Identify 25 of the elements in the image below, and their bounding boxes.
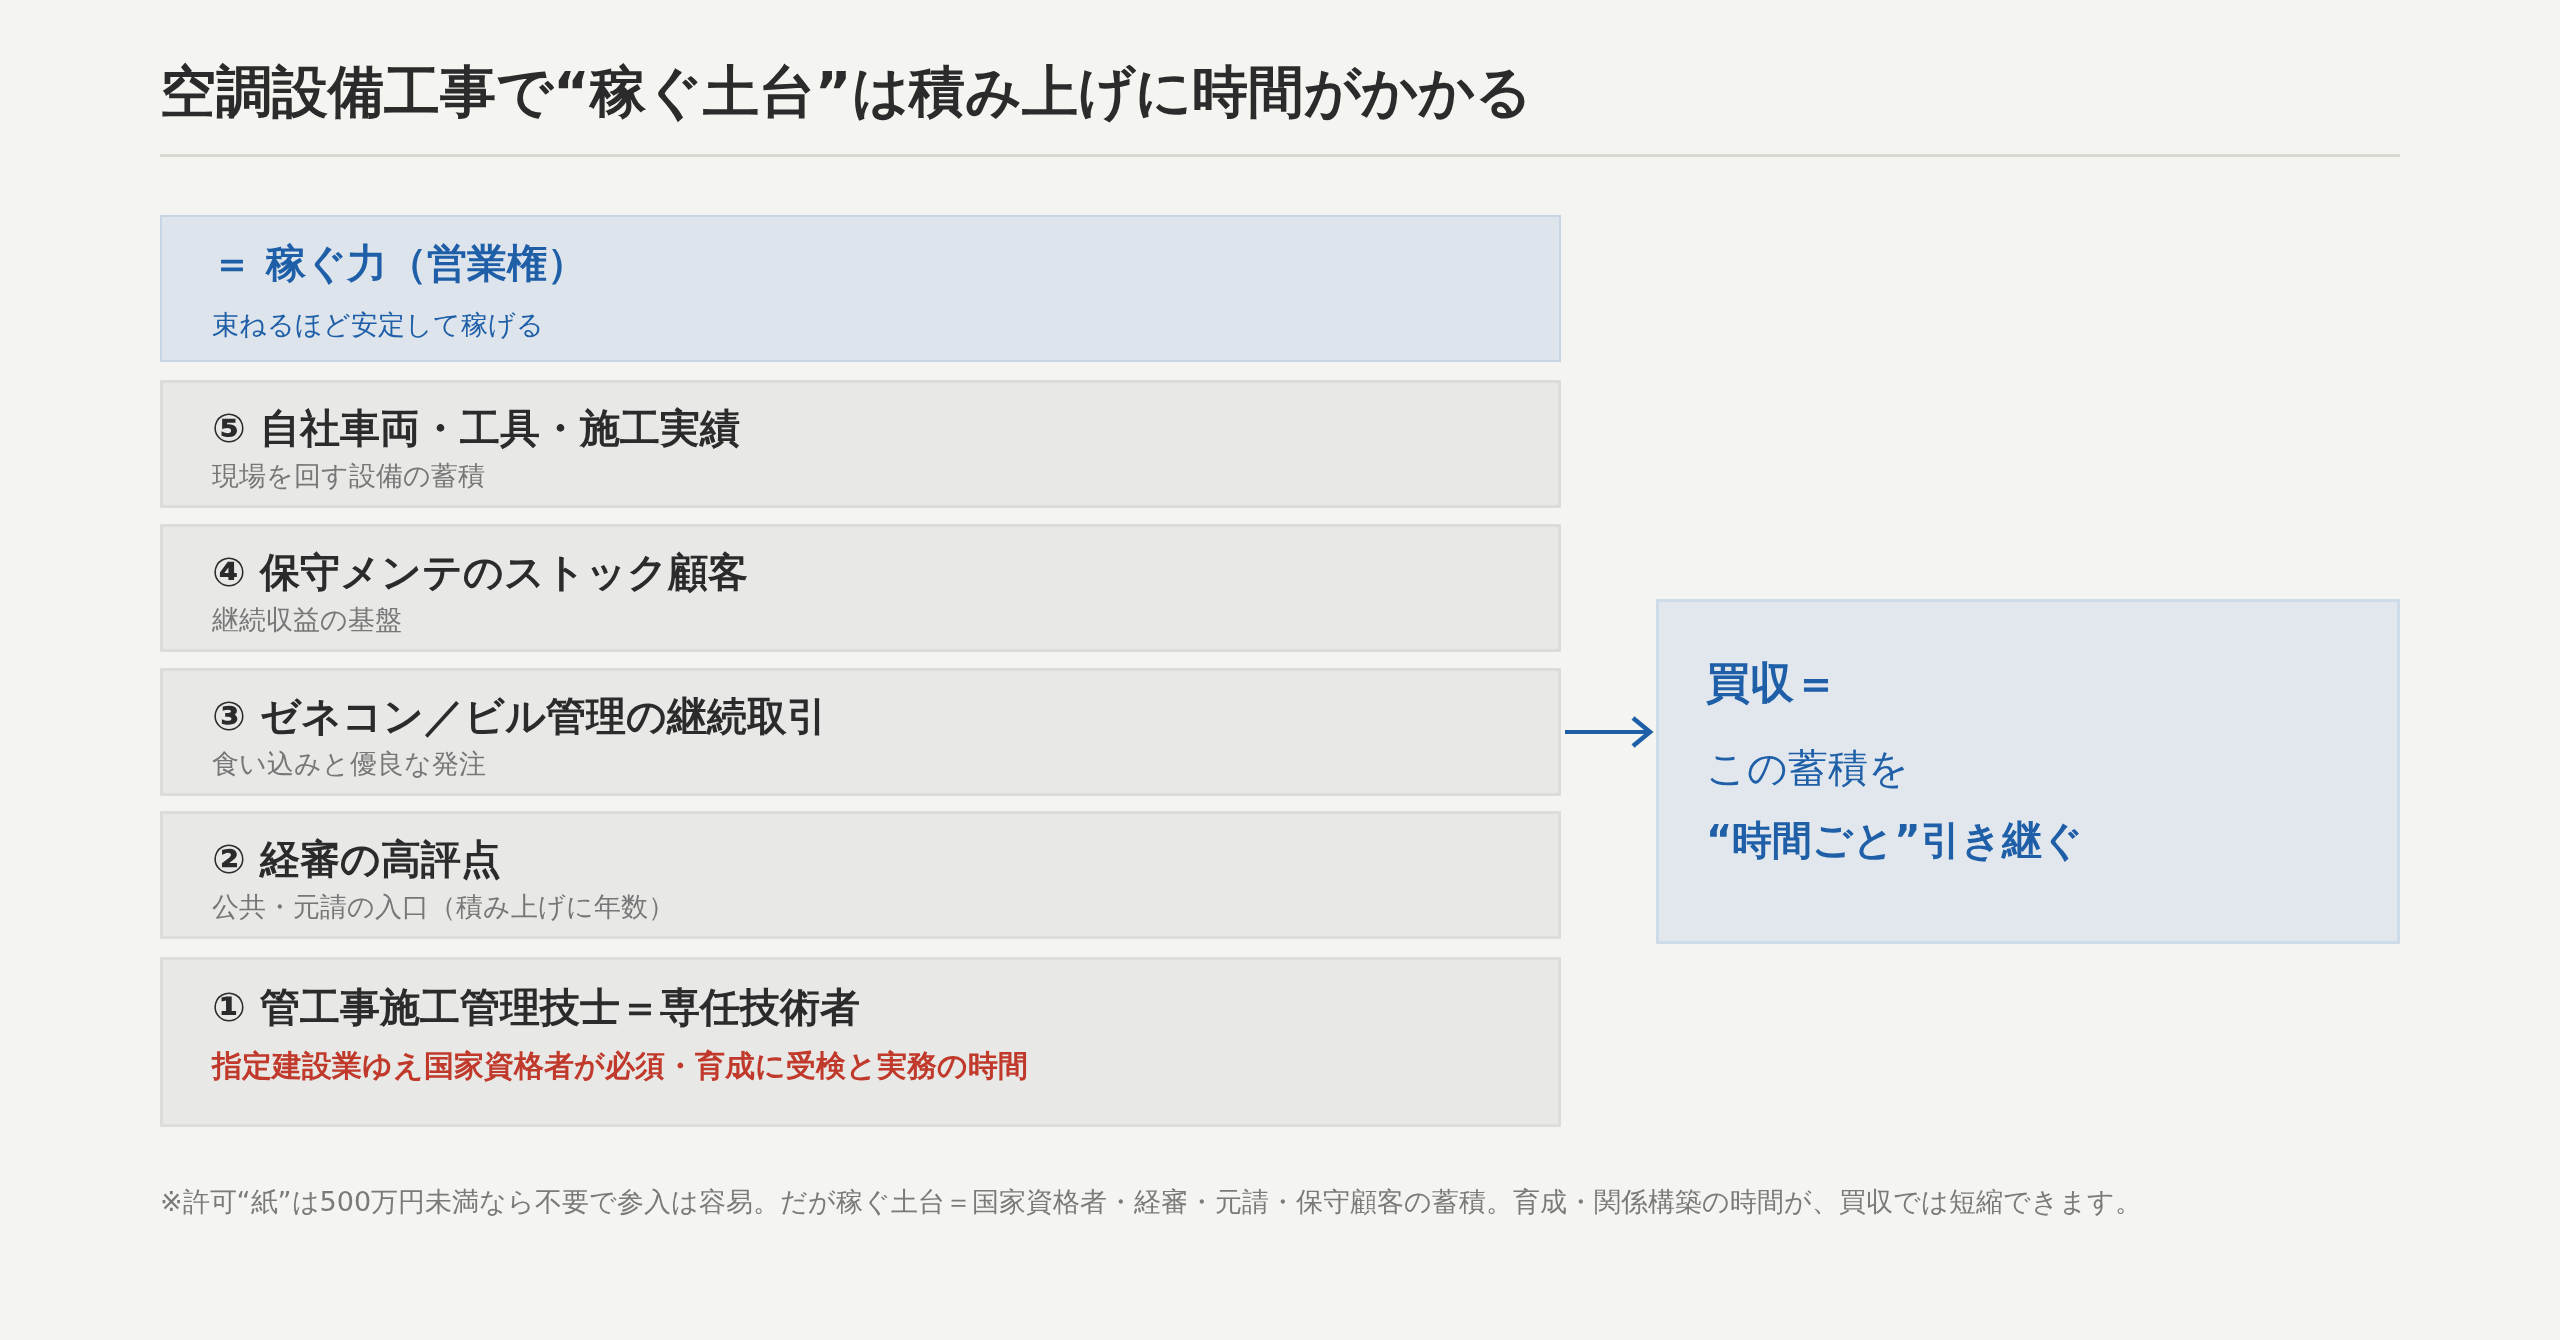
card-title: ④ 保守メンテのストック顧客: [212, 548, 748, 596]
warning-text: 指定建設業ゆえ国家資格者が必須・育成に受検と実務の時間: [212, 1047, 1028, 1085]
card-title: ＝ 稼ぐ力（営業権）: [212, 239, 587, 287]
footnote: ※許可“紙”は500万円未満なら不要で参入は容易。だが稼ぐ土台＝国家資格者・経審・元請・保守顧客の蓄積。育成・関係構築の時間が、買収では短縮できます。: [160, 1185, 2144, 1219]
result-emphasis: “時間ごと”引き継ぐ: [1706, 816, 2083, 865]
card-subtitle: 現場を回す設備の蓄積: [212, 459, 485, 493]
layer-card: [160, 380, 1561, 508]
card-subtitle: 食い込みと優良な発注: [212, 747, 486, 781]
card-title: ③ ゼネコン／ビル管理の継続取引: [212, 692, 827, 740]
card-title: ⑤ 自社車両・工具・施工実績: [212, 404, 740, 452]
result-card: [1656, 599, 2400, 944]
card-subtitle: 公共・元請の入口（積み上げに年数）: [212, 890, 675, 924]
title: 空調設備工事で“稼ぐ土台”は積み上げに時間がかかる: [160, 58, 1532, 126]
result-text: この蓄積を: [1706, 744, 1909, 793]
result-heading: 買収＝: [1706, 656, 1838, 710]
layer-card: [160, 811, 1561, 939]
arrow: [1565, 715, 1653, 749]
card-title: ② 経審の高評点: [212, 835, 501, 883]
card-title: ① 管工事施工管理技士＝専任技術者: [212, 983, 860, 1031]
layer-card: [160, 957, 1561, 1127]
layer-card: [160, 668, 1561, 796]
highlight-card: [160, 215, 1561, 362]
card-subtitle: 束ねるほど安定して稼げる: [212, 308, 544, 342]
layer-card: [160, 524, 1561, 652]
card-subtitle: 継続収益の基盤: [212, 603, 402, 637]
